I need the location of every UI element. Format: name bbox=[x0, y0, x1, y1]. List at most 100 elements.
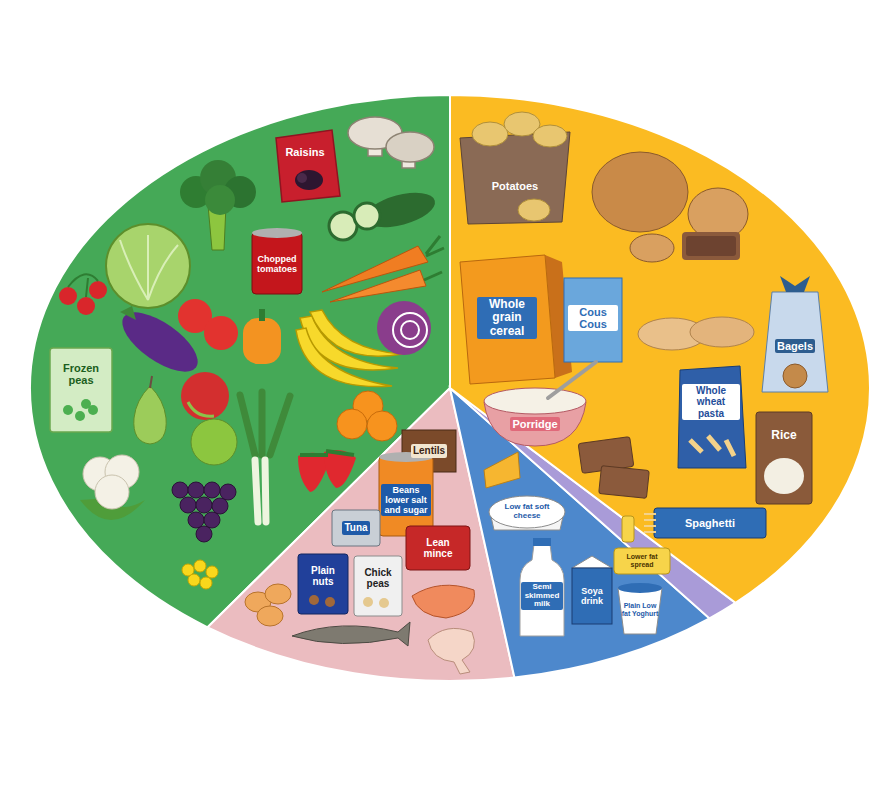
package-label: Cous Cous bbox=[568, 305, 618, 332]
package-text: Chopped tomatoes bbox=[255, 254, 299, 274]
beans-can bbox=[379, 452, 433, 536]
package-text: Plain Low fat Yoghurt bbox=[621, 602, 659, 618]
box-front bbox=[460, 255, 555, 384]
carton-top bbox=[572, 556, 612, 568]
grapes bbox=[172, 482, 236, 542]
crispbread-slice bbox=[599, 466, 650, 499]
onion bbox=[377, 301, 431, 355]
cheese bbox=[484, 452, 520, 488]
grape bbox=[196, 497, 212, 513]
package-label: Semi skimmed milk bbox=[521, 582, 563, 611]
strawberries bbox=[298, 450, 356, 492]
cherry-tomatoes bbox=[59, 274, 107, 315]
tomatoes bbox=[178, 299, 238, 350]
loaf bbox=[592, 152, 688, 232]
strawberry-leaves bbox=[300, 451, 354, 455]
kernel bbox=[200, 577, 212, 589]
can-top bbox=[252, 228, 302, 238]
red-apple bbox=[181, 372, 229, 420]
pepper-body bbox=[243, 318, 281, 364]
nut bbox=[325, 597, 335, 607]
package-label: Tuna bbox=[342, 521, 369, 534]
package-label: Lower fat spread bbox=[615, 552, 669, 570]
pea bbox=[81, 399, 91, 409]
kernel bbox=[206, 566, 218, 578]
package-label: Chopped tomatoes bbox=[253, 253, 301, 275]
tray bbox=[406, 526, 470, 570]
bread-slice bbox=[682, 232, 740, 260]
grape bbox=[220, 484, 236, 500]
packet bbox=[276, 130, 340, 202]
crispbread bbox=[578, 437, 649, 499]
apple-blush bbox=[188, 402, 214, 416]
package-text: Semi skimmed milk bbox=[523, 583, 561, 610]
package-text: Plain nuts bbox=[302, 565, 344, 587]
salmon-steak bbox=[412, 585, 474, 618]
package-text: Rice bbox=[771, 429, 796, 442]
package-label: Rice bbox=[769, 428, 798, 443]
package-label: Porridge bbox=[510, 417, 559, 431]
milk-bottle bbox=[520, 538, 564, 636]
cherry-tomato bbox=[59, 287, 77, 305]
grape bbox=[204, 512, 220, 528]
floret bbox=[205, 185, 235, 215]
aubergine-cap bbox=[120, 306, 136, 320]
red-onion bbox=[377, 301, 431, 355]
onion-ring bbox=[393, 313, 427, 347]
package-text: Soya drink bbox=[575, 586, 609, 606]
bag bbox=[50, 348, 112, 432]
porridge bbox=[484, 388, 586, 414]
nuts-bag bbox=[298, 554, 348, 614]
pot bbox=[618, 588, 662, 634]
broccoli bbox=[180, 160, 256, 250]
pepper-stem bbox=[259, 309, 265, 321]
package-text: Lower fat spread bbox=[617, 553, 667, 569]
package-text: Tuna bbox=[344, 522, 367, 533]
bagel bbox=[783, 364, 807, 388]
package-label: Plain nuts bbox=[300, 564, 346, 588]
pea bbox=[75, 411, 85, 421]
carrot-leaves bbox=[424, 236, 444, 280]
fish bbox=[292, 622, 410, 646]
mackerel bbox=[292, 622, 410, 646]
mince-tray bbox=[406, 526, 470, 570]
leeks bbox=[240, 392, 290, 522]
can bbox=[252, 232, 302, 294]
starch-sector bbox=[450, 95, 870, 603]
apple bbox=[191, 419, 237, 465]
spread-tub bbox=[614, 548, 670, 574]
package-label: Whole grain cereal bbox=[477, 297, 537, 339]
bag bbox=[298, 554, 348, 614]
package-text: Potatoes bbox=[492, 180, 538, 192]
salmon bbox=[412, 585, 474, 618]
package-text: Chick peas bbox=[357, 567, 399, 589]
package-text: Whole wheat pasta bbox=[684, 385, 738, 419]
pitta-bread bbox=[690, 317, 754, 347]
rice-bag bbox=[756, 412, 812, 504]
sweetcorn bbox=[182, 560, 218, 589]
egg bbox=[257, 606, 283, 626]
porridge-bowl bbox=[484, 362, 596, 446]
package-text: Lentils bbox=[413, 445, 445, 456]
can bbox=[379, 456, 433, 536]
grape bbox=[172, 482, 188, 498]
bag-tie bbox=[780, 276, 810, 292]
pitta bbox=[638, 317, 754, 350]
frozen-peas-bag bbox=[50, 348, 112, 432]
tuna-can bbox=[332, 510, 380, 546]
chopped-tomatoes-can bbox=[252, 228, 302, 294]
tomato bbox=[204, 316, 238, 350]
package-label: Low fat soft cheese bbox=[495, 502, 559, 522]
package-label: Raisins bbox=[283, 145, 326, 159]
pasta-bag bbox=[678, 366, 746, 468]
egg bbox=[265, 584, 291, 604]
cucumber bbox=[329, 186, 439, 240]
cherry-tomato bbox=[89, 281, 107, 299]
oranges bbox=[337, 391, 397, 441]
package-text: Porridge bbox=[512, 418, 557, 430]
soya-carton bbox=[572, 556, 612, 624]
plate bbox=[30, 95, 870, 681]
chick-pea bbox=[379, 598, 389, 608]
grape bbox=[180, 497, 196, 513]
